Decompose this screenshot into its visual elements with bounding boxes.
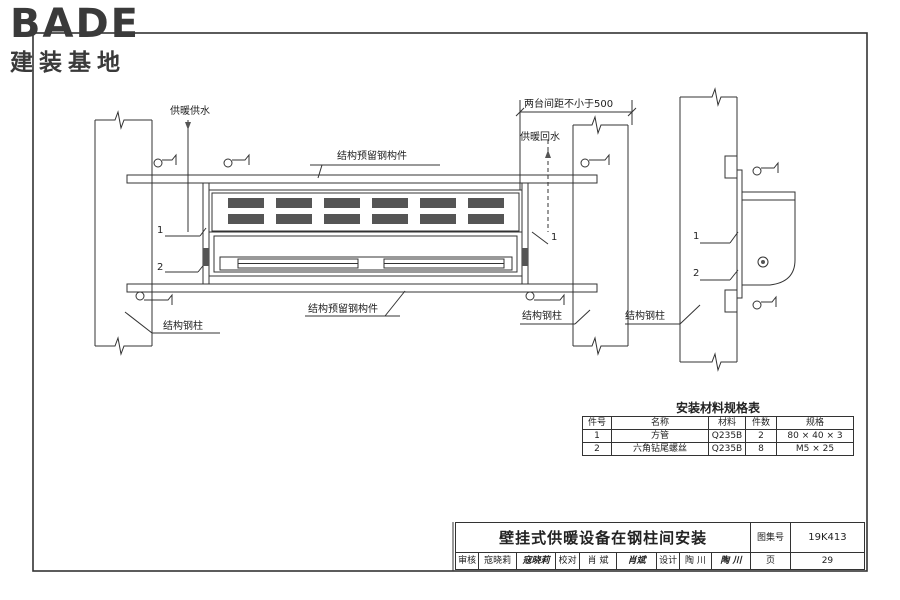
brand-logo: BADE [10, 1, 140, 47]
label-column-right: 结构钢柱 [522, 311, 562, 322]
top-steel-beam [126, 174, 598, 184]
right-steel-column [572, 115, 629, 356]
heater-unit [208, 189, 523, 277]
header-part-no: 件号 [582, 416, 612, 430]
page-number: 29 [789, 552, 866, 570]
table-row: 2 六角钻尾螺丝 Q235B 8 M5 × 25 [582, 442, 854, 456]
reviewer-signature: 寇晓莉 [515, 552, 557, 570]
checker-name: 肖 斌 [578, 552, 618, 570]
callout-2-side: 2 [693, 268, 700, 279]
left-steel-column [94, 110, 153, 356]
cell-name: 六角钻尾螺丝 [611, 442, 709, 456]
review-label: 审核 [454, 552, 480, 570]
header-spec: 规格 [776, 416, 854, 430]
checker-signature: 肖斌 [616, 552, 657, 570]
bottom-steel-beam [126, 283, 598, 293]
cell-part-no: 2 [582, 442, 612, 456]
spec-table-title: 安装材料规格表 [676, 401, 761, 415]
drawing-title: 壁挂式供暖设备在钢柱间安装 [454, 522, 752, 553]
header-quantity: 件数 [745, 416, 777, 430]
label-beam-bottom: 结构预留钢构件 [308, 304, 378, 315]
square-tube-right [521, 182, 529, 285]
designer-signature: 陶 川 [710, 552, 752, 570]
cell-spec: M5 × 25 [776, 442, 854, 456]
weld-symbols [135, 153, 779, 310]
label-return-water: 供暖回水 [520, 132, 560, 143]
callout-1-front: 1 [157, 225, 164, 236]
check-label: 校对 [555, 552, 580, 570]
cell-material: Q235B [708, 442, 746, 456]
callout-1-right: 1 [551, 232, 558, 243]
square-tube-left [202, 182, 210, 285]
title-block: 壁挂式供暖设备在钢柱间安装 图集号 19K413 审核 寇晓莉 寇晓莉 校对 肖… [454, 522, 866, 570]
table-row: 1 方管 Q235B 2 80 × 40 × 3 [582, 429, 854, 443]
cell-quantity: 2 [745, 429, 777, 443]
designer-name: 陶 川 [679, 552, 712, 570]
cell-name: 方管 [611, 429, 709, 443]
spacing-dimension [515, 100, 637, 190]
atlas-number: 19K413 [789, 522, 866, 553]
cell-spec: 80 × 40 × 3 [776, 429, 854, 443]
spec-table: 件号 名称 材料 件数 规格 1 方管 Q235B 2 80 × 40 × 3 … [582, 416, 854, 456]
cell-material: Q235B [708, 429, 746, 443]
label-column-side: 结构钢柱 [625, 311, 665, 322]
label-beam-top: 结构预留钢构件 [337, 151, 407, 162]
cell-part-no: 1 [582, 429, 612, 443]
spec-table-header: 件号 名称 材料 件数 规格 [582, 416, 854, 430]
brand-subtitle: 建装基地 [10, 50, 126, 76]
side-view [679, 87, 796, 372]
heater-louvers [185, 122, 765, 266]
design-label: 设计 [655, 552, 681, 570]
reviewer-name: 寇晓莉 [478, 552, 517, 570]
label-column-left: 结构钢柱 [163, 321, 203, 332]
callout-1-side: 1 [693, 231, 700, 242]
header-material: 材料 [708, 416, 746, 430]
label-supply-water: 供暖供水 [170, 106, 210, 117]
atlas-label: 图集号 [750, 522, 791, 553]
header-name: 名称 [611, 416, 709, 430]
label-spacing-note: 两台间距不小于500 [524, 99, 614, 110]
cell-quantity: 8 [745, 442, 777, 456]
callout-2-front: 2 [157, 262, 164, 273]
page-label: 页 [750, 552, 791, 570]
sheet-border [32, 32, 868, 572]
